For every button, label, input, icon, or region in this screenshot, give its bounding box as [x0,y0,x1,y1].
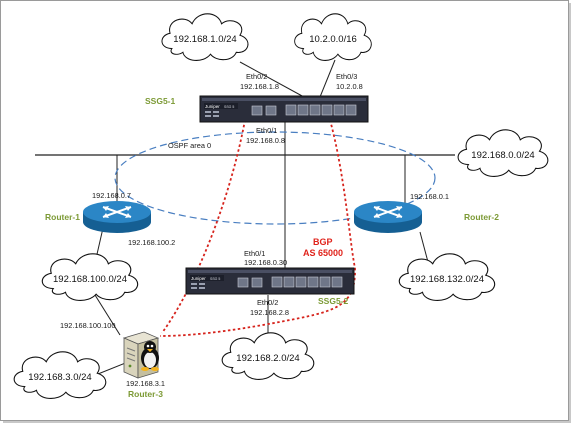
bgp-link-ssg5-1-ssg5-2-router-3 [159,119,356,337]
cloud-192-168-132-label: 192.168.132.0/24 [410,274,484,285]
ssg5-1-eth02-ip: 192.168.1.8 [240,82,279,91]
router-3-name: Router-3 [128,389,163,399]
ssg5-1-name: SSG5-1 [145,96,176,106]
bgp-label-line1: BGP [313,237,333,247]
frame-shadow-right [569,3,571,422]
cloud-192-168-2-label: 192.168.2.0/24 [236,353,299,364]
ssg5-2-eth02-if: Eth0/2 [257,298,278,307]
ssg5-1-eth02-if: Eth0/2 [246,72,267,81]
ssg5-2-eth02-ip: 192.168.2.8 [250,308,289,317]
firewall-ssg5-2-brand: Juniper [191,276,206,281]
firewall-ssg5-1: Juniper SSG 5 [199,95,369,123]
cloud-192-168-1: 192.168.1.0/24 [161,13,249,61]
router-3-ip-top: 192.168.100.100 [60,321,115,330]
ospf-area-label: OSPF area 0 [168,141,211,150]
router-3-server-icon [122,331,160,379]
ssg5-1-eth01-ip: 192.168.0.8 [246,136,285,145]
cloud-192-168-2: 192.168.2.0/24 [221,332,315,380]
cloud-192-168-100-label: 192.168.100.0/24 [53,274,127,285]
frame-shadow-bottom [3,421,571,423]
cloud-192-168-132: 192.168.132.0/24 [398,253,496,302]
router-2-name: Router-2 [464,212,499,222]
cloud-192-168-100: 192.168.100.0/24 [41,253,139,302]
cloud-10-2-label: 10.2.0.0/16 [309,34,357,45]
link-net-192-168-100-router-3 [94,294,121,336]
ospf-area-0-boundary [114,131,436,225]
cloud-10-2: 10.2.0.0/16 [294,13,372,61]
ssg5-2-eth01-if: Eth0/1 [244,249,265,258]
link-ssg5-1-net-192-168-1 [239,61,305,98]
router-1-ip-top: 192.168.0.7 [92,191,131,200]
ssg5-2-name: SSG5-2 [318,296,349,306]
bgp-link-ssg5-1-router-3 [161,119,246,334]
firewall-ssg5-1-model: SSG 5 [224,105,234,109]
cloud-192-168-1-label: 192.168.1.0/24 [173,34,236,45]
router-2-ip-top: 192.168.0.1 [410,192,449,201]
cloud-192-168-0: 192.168.0.0/24 [457,129,549,177]
cloud-192-168-0-label: 192.168.0.0/24 [471,150,534,161]
router-1-ip-bottom: 192.168.100.2 [128,238,175,247]
ssg5-2-eth01-ip: 192.168.0.30 [244,258,287,267]
firewall-ssg5-1-brand: Juniper [205,104,220,109]
firewall-ssg5-2-model: SSG 5 [210,277,220,281]
router-3-ip-bottom: 192.168.3.1 [126,379,165,388]
linux-penguin-icon [141,341,159,371]
ssg5-1-eth03-ip: 10.2.0.8 [336,82,363,91]
firewall-ssg5-2: Juniper SSG 5 [185,267,355,295]
router-2-icon [353,200,423,234]
bgp-links [159,119,356,337]
cloud-192-168-3: 192.168.3.0/24 [13,351,107,399]
link-ssg5-1-net-10-2 [319,59,336,98]
link-router-2-net-192-168-132 [419,231,429,263]
bgp-label-line2: AS 65000 [303,248,343,258]
ssg5-1-eth01-if: Eth0/1 [256,126,277,135]
router-1-name: Router-1 [45,212,80,222]
router-1-icon [82,200,152,234]
cloud-192-168-3-label: 192.168.3.0/24 [28,372,91,383]
ssg5-1-eth03-if: Eth0/3 [336,72,357,81]
